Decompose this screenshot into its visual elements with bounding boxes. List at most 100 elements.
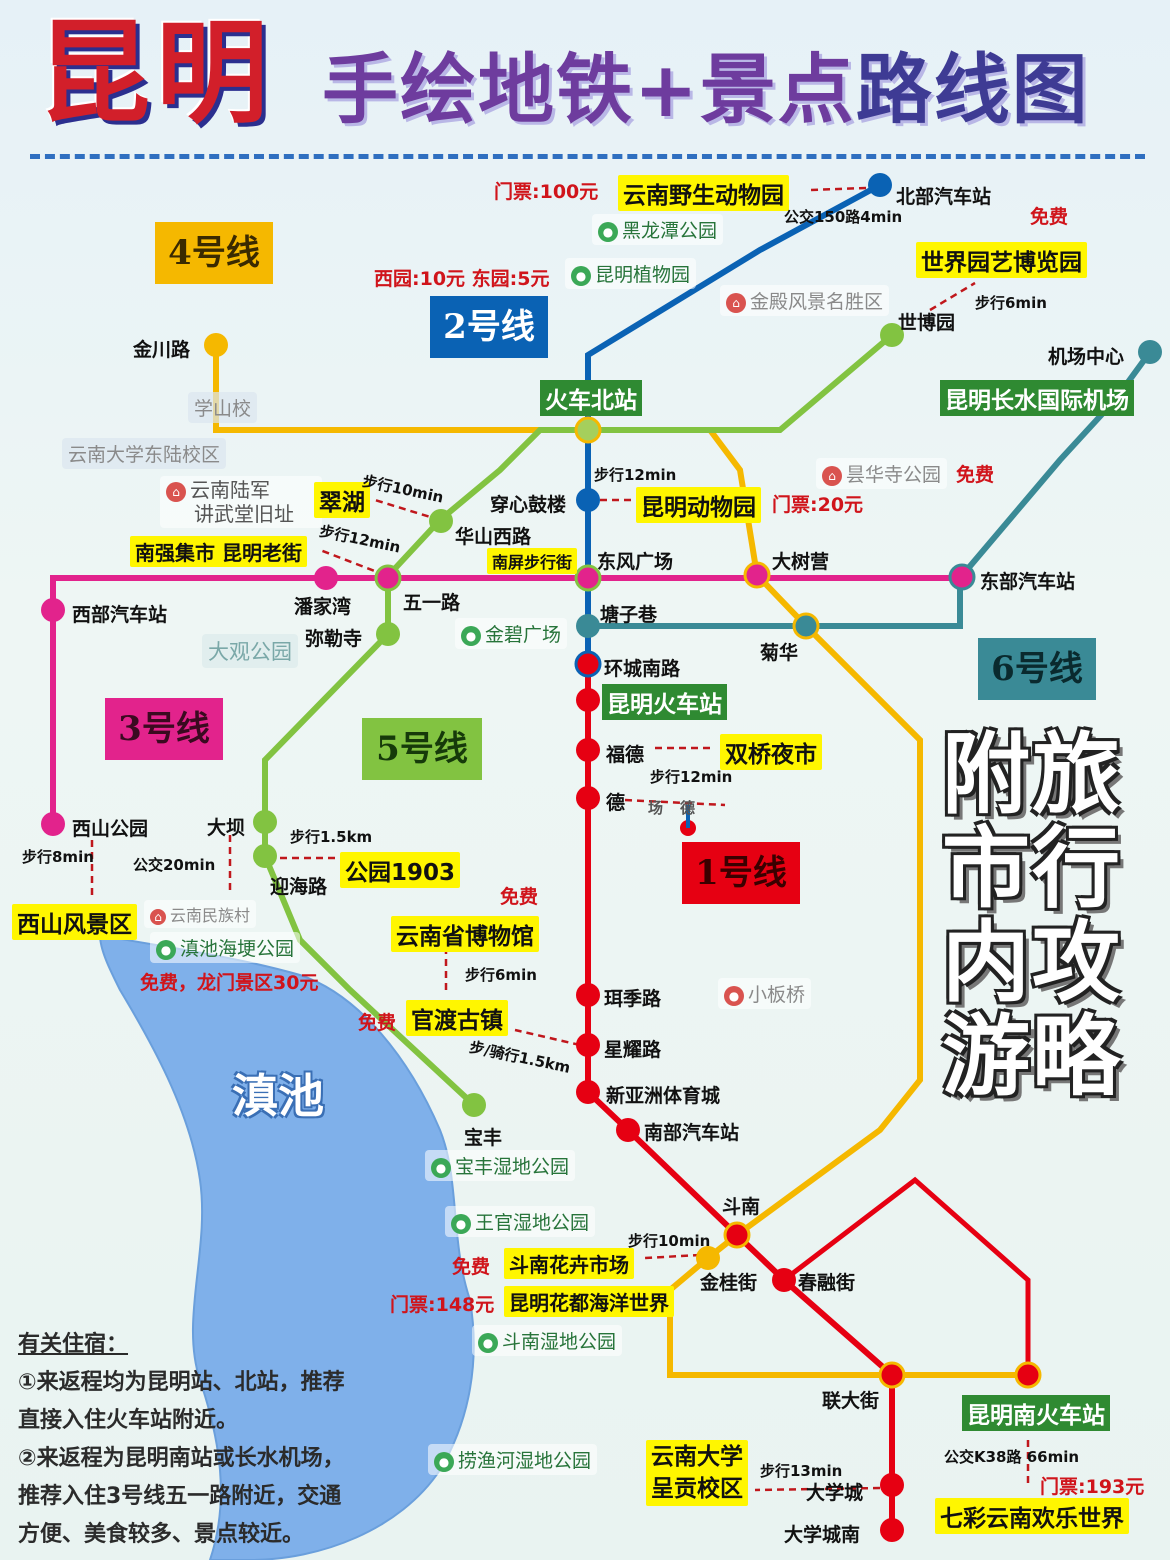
poi-jindian-label: 金殿风景名胜区 [750,291,884,313]
dot-mile [376,622,400,646]
stay-p2c: 方便、美食较多、景点较近。 [18,1522,305,1547]
price-botanical: 西园:10元 东园:5元 [374,268,550,290]
dot-dongfeng [574,564,602,592]
note-walk13: 步行13min [760,1462,843,1480]
badge-line6: 6号线 [978,638,1096,700]
dot-huochebei [574,416,602,444]
station-dongbu: 东部汽车站 [980,571,1076,593]
price-museum: 免费 [500,886,539,908]
badge-line4: 4号线 [155,222,273,284]
price-zoo-wild: 门票:100元 [494,181,599,203]
dot-erji [576,983,600,1007]
badge-line1: 1号线 [682,842,800,904]
poi-pin-icon: ● [598,221,618,242]
attraction-kmzoo: 昆明动物园 [636,487,761,523]
poi-xiaobanqiao: ●小板桥 [718,978,812,1009]
stay-heading: 有关住宿： [18,1332,129,1357]
poi-wangguan-label: 王官湿地公园 [475,1212,590,1234]
side-row-4: 游略 [942,1005,1123,1108]
station-kunminghuoche: 昆明火车站 [602,684,727,720]
attraction-dounanhua: 斗南花卉市场 [504,1248,634,1279]
dot-beibu [868,173,892,197]
poi-jindian: ⌂金殿风景名胜区 [720,285,890,316]
station-jichang: 机场中心 [1048,346,1125,368]
stay-p1a: ①来返程均为昆明站、北站，推荐 [18,1370,345,1395]
station-dots [41,173,1162,1542]
station-kunmingnan: 昆明南火车站 [962,1395,1110,1431]
poi-jinbi-label: 金碧广场 [485,624,562,646]
station-wuyi: 五一路 [403,592,461,614]
poi-heilong: ●黑龙潭公园 [592,214,724,245]
dianchi-lake-shape [98,933,475,1560]
dot-daxuechengnan [880,1518,904,1542]
poi-pin-icon: ● [461,625,481,646]
dot-kunminghuoche [576,688,600,712]
attraction-guandu: 官渡古镇 [406,1000,508,1036]
arrow-guandu [514,1028,581,1047]
stay-p2a: ②来返程为昆明南站或长水机场， [18,1446,345,1471]
station-mile: 弥勒寺 [305,628,363,650]
attraction-shuangqiao: 双桥夜市 [720,734,822,770]
note-bus150: 公交150路4min [784,208,903,226]
badge-line2: 2号线 [430,296,548,358]
temple-icon: ⌂ [726,292,746,313]
dot-huashanxi [429,509,453,533]
poi-jiangwu-label2: 讲武堂旧址 [194,502,294,526]
station-daxuechengnan: 大学城南 [784,1524,861,1546]
poi-heilong-label: 黑龙潭公园 [622,220,718,242]
station-xinyazhou: 新亚洲体育城 [606,1085,721,1107]
poi-minzu-label: 云南民族村 [170,906,251,925]
station-chunrong: 春融街 [798,1272,856,1294]
station-yinghai: 迎海路 [270,876,328,898]
poi-qionghua: ⌂昙华寺公园 [816,458,948,489]
station-dashu: 大树营 [772,551,830,573]
dot-xishangongyuan [41,812,65,836]
badge-line3: 3号线 [105,698,223,760]
poi-pin-icon: ● [451,1213,471,1234]
station-chuanxin: 穿心鼓楼 [490,494,567,516]
price-haiyang: 门票:148元 [390,1294,495,1316]
poi-xueshan-label: 学山校 [194,398,252,420]
station-lianda: 联大街 [822,1390,880,1412]
poi-baofengshidi-label: 宝丰湿地公园 [455,1156,570,1178]
attraction-yunda: 云南大学呈贡校区 [646,1440,748,1506]
note-bus20: 公交20min [133,856,216,874]
location-pin-icon: ● [724,985,744,1006]
dot-de [576,786,600,810]
attraction-museum: 云南省博物馆 [391,916,539,952]
title-city: 昆明 [38,8,274,139]
attraction-zoo-wild: 云南野生动物园 [618,175,789,211]
stay-notes: 有关住宿： ①来返程均为昆明站、北站，推荐 直接入住火车站附近。 ②来返程为昆明… [18,1326,345,1554]
poi-xueshan: 学山校 [188,392,258,423]
dot-xibu [41,598,65,622]
attraction-cuihu: 翠湖 [314,482,370,518]
poi-haigeng-label: 滇池海埂公园 [180,938,295,960]
dot-jinchuan [204,333,228,357]
price-dounanhua: 免费 [452,1256,491,1278]
poi-jiangwu-label1: 云南陆军 [190,478,270,502]
title-part3: 路线图 [855,45,1090,134]
attraction-airport: 昆明长水国际机场 [940,380,1134,416]
arrow-yunda [754,1486,881,1492]
price-expo: 免费 [1030,206,1069,228]
poi-pin-icon: ● [431,1157,451,1178]
station-de2: 德 [680,799,696,817]
station-daxuecheng: 大学城 [806,1482,864,1504]
side-row-1: 附旅 [942,723,1123,826]
price-qionghua: 免费 [956,464,995,486]
dot-jichang [1138,340,1162,364]
poi-dounanshidi-label: 斗南湿地公园 [502,1331,617,1353]
dot-nanbu [616,1118,640,1142]
dot-juhua [792,612,820,640]
attraction-nanqiang: 南强集市 昆明老街 [130,536,307,567]
poi-pin-icon: ● [478,1332,498,1353]
attraction-haiyang: 昆明花都海洋世界 [504,1286,674,1317]
station-xibu: 西部汽车站 [72,604,168,626]
poi-qionghua-label: 昙华寺公园 [846,464,942,486]
note-walk12c: 步行12min [650,768,733,786]
arrow-de [624,798,726,807]
dot-jingui [696,1246,720,1270]
dot-fude [576,738,600,762]
